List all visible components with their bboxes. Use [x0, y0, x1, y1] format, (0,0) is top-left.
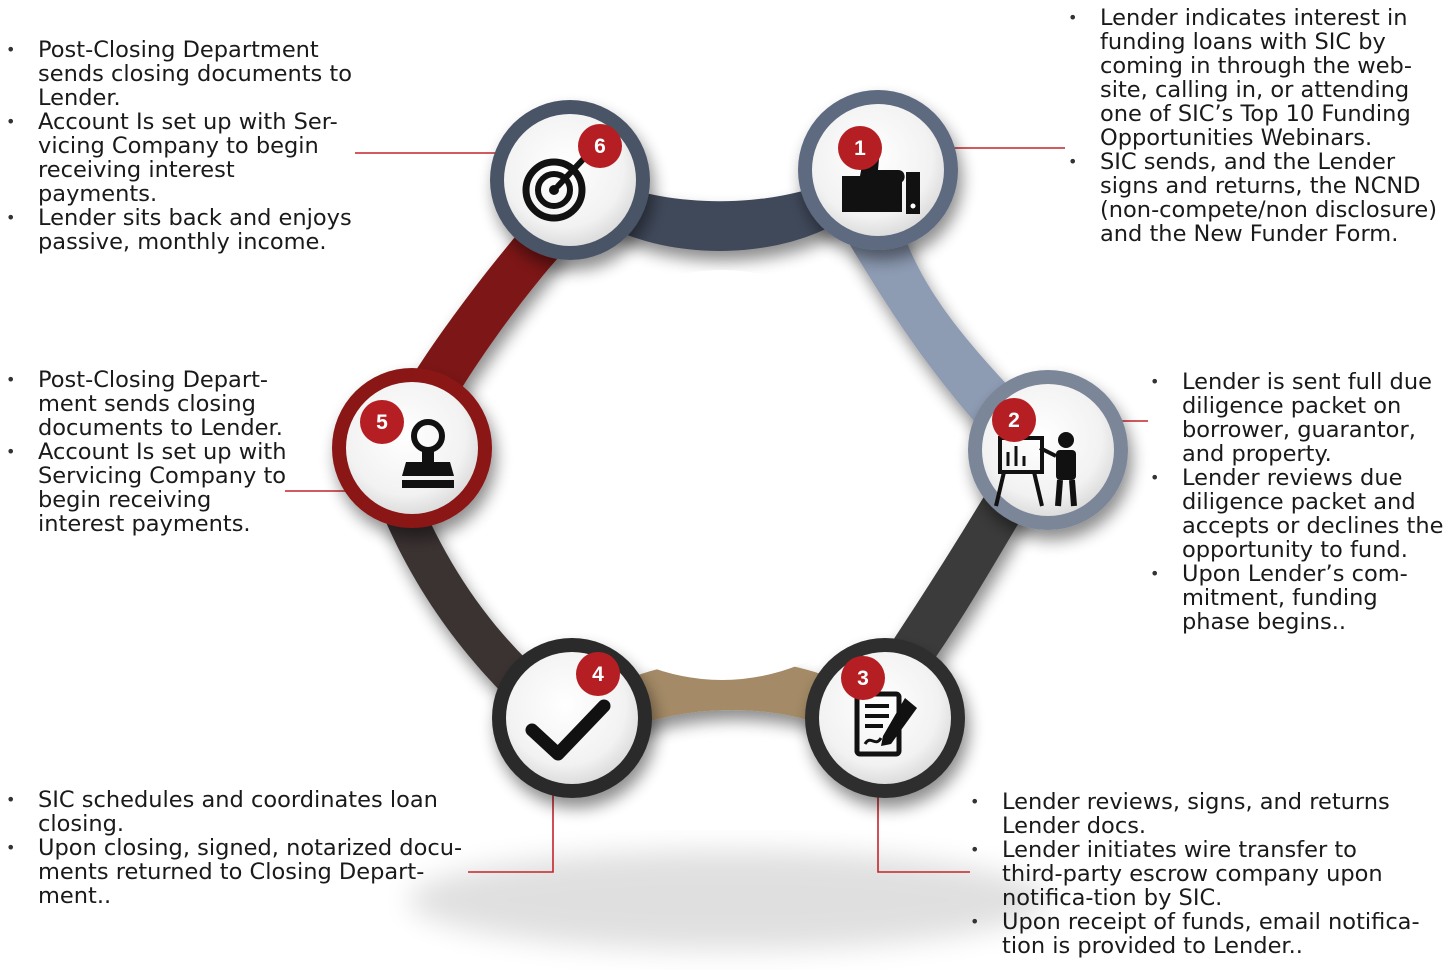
- step-number: 5: [376, 411, 388, 434]
- step-node-1: 1: [798, 90, 958, 250]
- bullet-list: Post-Closing Depart-ment sends closing d…: [0, 368, 300, 536]
- list-item: Lender indicates interest in funding loa…: [1062, 6, 1452, 150]
- list-item: Lender sits back and enjoys passive, mon…: [0, 206, 360, 254]
- checkmark-icon: [525, 699, 611, 761]
- stamp-icon: [402, 419, 454, 488]
- step-badge-2: 2: [992, 398, 1036, 442]
- presentation-icon: [994, 432, 1077, 507]
- list-item: Post-Closing Depart-ment sends closing d…: [0, 368, 300, 440]
- step-badge-1: 1: [838, 126, 882, 170]
- bullet-list: SIC schedules and coordinates loan closi…: [0, 788, 470, 908]
- step-number: 1: [854, 137, 866, 160]
- connector-4: [468, 790, 554, 873]
- ring-segment-1-2: [850, 205, 1040, 450]
- step-number: 4: [592, 663, 604, 686]
- list-item: SIC sends, and the Lender signs and retu…: [1062, 150, 1452, 246]
- step-5-description: Post-Closing Depart-ment sends closing d…: [0, 368, 300, 536]
- step-4-description: SIC schedules and coordinates loan closi…: [0, 788, 470, 908]
- list-item: Lender is sent full due diligence packet…: [1144, 370, 1444, 466]
- thumbs-up-icon: [842, 139, 920, 214]
- list-item: Lender reviews due diligence packet and …: [1144, 466, 1444, 562]
- step-6-description: Post-Closing Department sends closing do…: [0, 38, 360, 254]
- ring-segment-2-3: [870, 470, 1045, 700]
- bullet-list: Lender is sent full due diligence packet…: [1144, 370, 1444, 634]
- list-item: Upon receipt of funds, email notifica-ti…: [964, 910, 1424, 958]
- step-number: 6: [594, 135, 606, 158]
- step-1-description: Lender indicates interest in funding loa…: [1062, 6, 1452, 246]
- step-node-6: 6: [490, 100, 650, 260]
- center-hole: [517, 270, 927, 680]
- list-item: Post-Closing Department sends closing do…: [0, 38, 360, 110]
- floor-shadow: [408, 850, 1048, 950]
- step-2-description: Lender is sent full due diligence packet…: [1144, 370, 1444, 634]
- list-item: Upon closing, signed, notarized docu-men…: [0, 836, 470, 908]
- step-node-5: 5: [332, 368, 492, 528]
- ring-segment-3-4: [605, 660, 855, 740]
- step-3-description: Lender reviews, signs, and returns Lende…: [964, 790, 1424, 958]
- bullet-list: Lender indicates interest in funding loa…: [1062, 6, 1452, 246]
- node-face: [346, 382, 478, 514]
- connector-3: [877, 790, 970, 873]
- list-item: Lender initiates wire transfer to third-…: [964, 838, 1424, 910]
- step-badge-4: 4: [576, 652, 620, 696]
- list-item: Account Is set up with Servicing Company…: [0, 440, 300, 536]
- step-number: 2: [1008, 409, 1020, 432]
- step-node-3: 3: [805, 638, 965, 798]
- step-badge-6: 6: [578, 124, 622, 168]
- bullet-list: Post-Closing Department sends closing do…: [0, 38, 360, 254]
- list-item: Account Is set up with Ser-vicing Compan…: [0, 110, 360, 206]
- list-item: Lender reviews, signs, and returns Lende…: [964, 790, 1424, 838]
- bullet-list: Lender reviews, signs, and returns Lende…: [964, 790, 1424, 958]
- step-badge-3: 3: [841, 656, 885, 700]
- list-item: SIC schedules and coordinates loan closi…: [0, 788, 470, 836]
- list-item: Upon Lender’s com-mitment, funding phase…: [1144, 562, 1444, 634]
- step-node-4: 4: [492, 638, 652, 798]
- step-number: 3: [857, 667, 869, 690]
- ring-segment-6-1: [570, 160, 868, 251]
- step-node-2: 2: [968, 370, 1128, 530]
- step-badge-5: 5: [360, 400, 404, 444]
